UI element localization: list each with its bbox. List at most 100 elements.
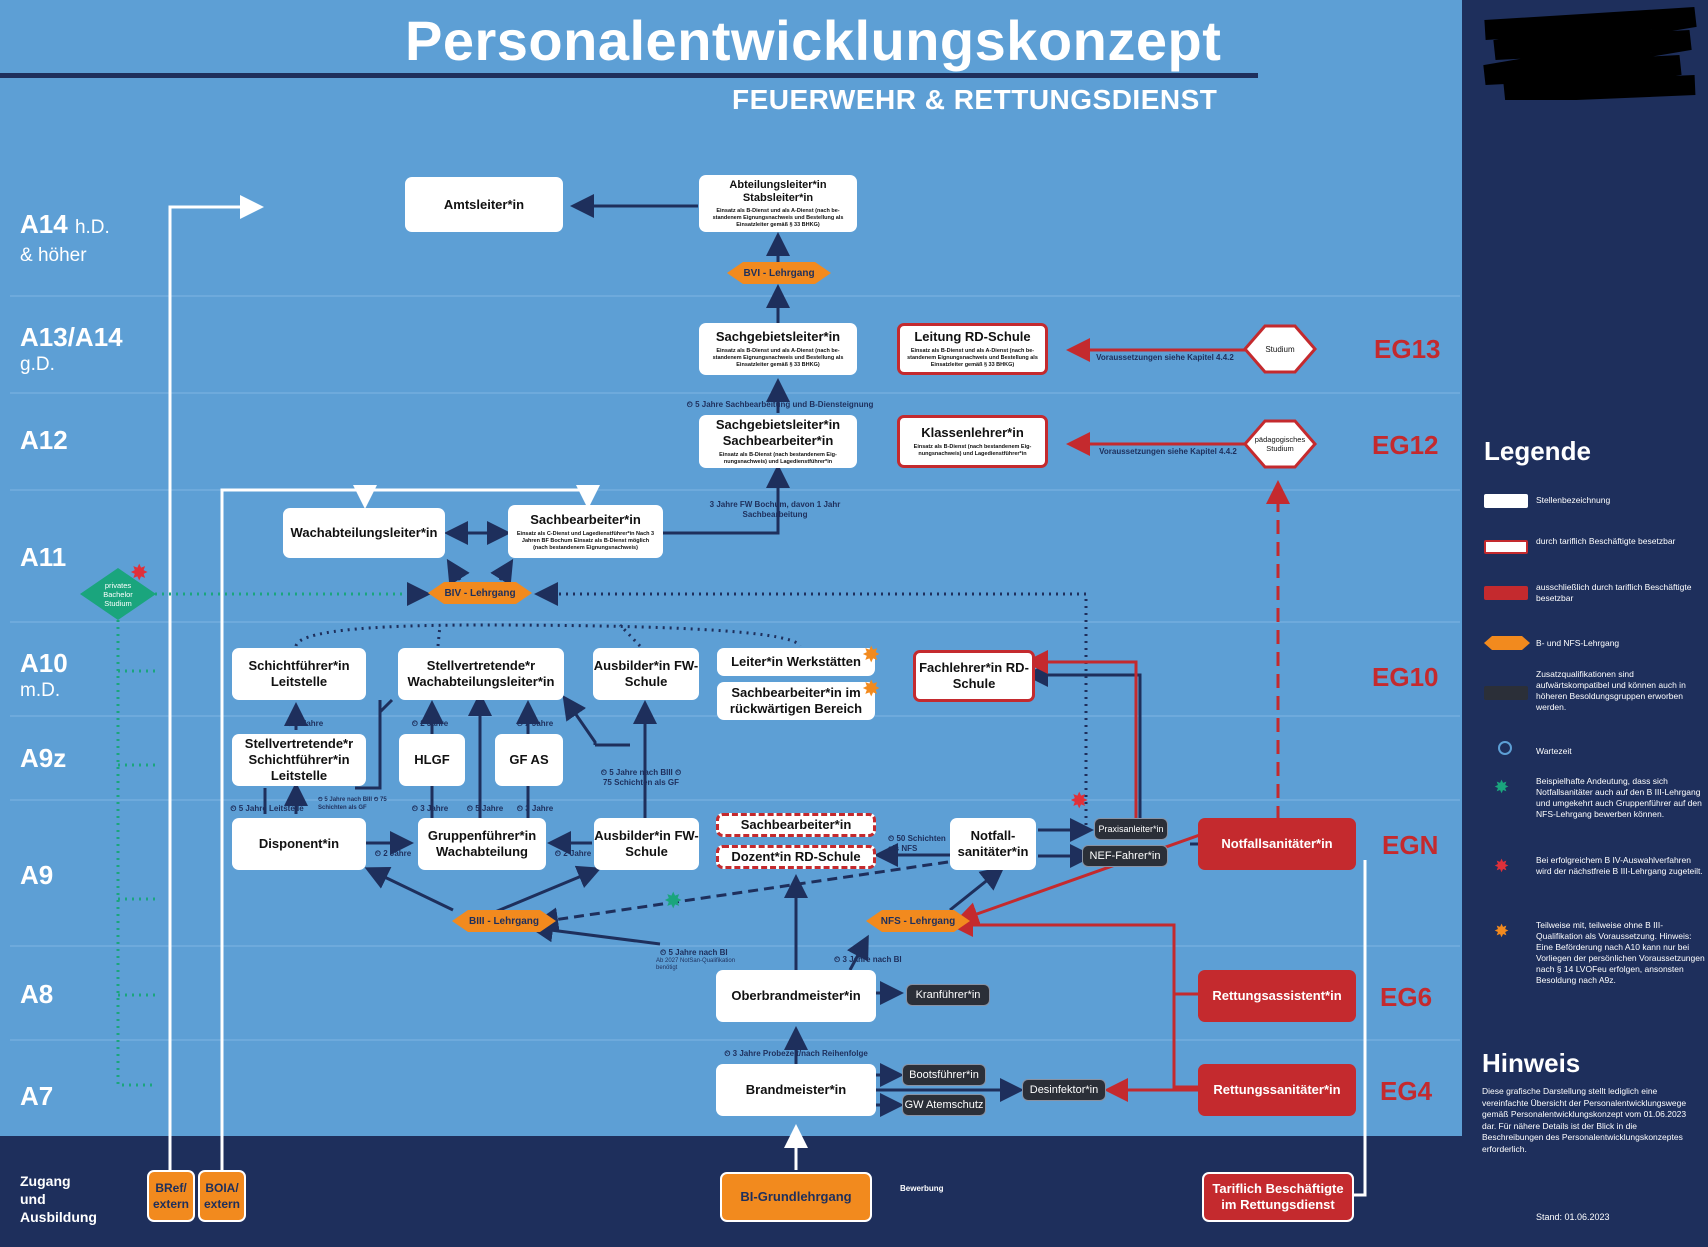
- note-5jahre-c: ⏲ 5 Jahre: [466, 804, 504, 813]
- box-gruppenfuehrer[interactable]: Gruppenführer*in Wachabteilung: [418, 818, 546, 870]
- box-ausbilder-a10[interactable]: Ausbilder*in FW-Schule: [593, 648, 699, 700]
- diamond-studium: [1243, 324, 1317, 374]
- pill-kranfuehrer[interactable]: Kranführer*in: [906, 984, 990, 1006]
- row-label-a7: A7: [20, 1081, 54, 1111]
- box-oberbrandmeister[interactable]: Oberbrandmeister*in: [716, 970, 876, 1022]
- eg-label-n: EGN: [1382, 830, 1439, 860]
- box-hlgf[interactable]: HLGF: [399, 734, 465, 786]
- pill-gw-atemschutz[interactable]: GW Atemschutz: [902, 1094, 986, 1116]
- note-bewerbung: Bewerbung: [900, 1184, 944, 1193]
- hinweis-text: Diese grafische Darstellung stellt ledig…: [1482, 1086, 1687, 1154]
- orange-star-icon: ✸: [862, 642, 881, 667]
- diamond-paed-studium: [1243, 419, 1317, 469]
- diamond-biv-label: BIV - Lehrgang: [444, 587, 516, 599]
- diamond-nfs-label: NFS - Lehrgang: [880, 915, 956, 927]
- diamond-nfs: [866, 910, 970, 932]
- box-disponent[interactable]: Disponent*in: [232, 818, 366, 870]
- eg-label-4: EG4: [1380, 1076, 1433, 1106]
- note-voraussetzungen-13: Voraussetzungen siehe Kapitel 4.4.2: [1096, 353, 1234, 362]
- diamond-studium-label: Studium: [1265, 344, 1295, 354]
- note-2jahre-b: ⏲ 2 Jahre: [516, 719, 554, 728]
- box-gf-as[interactable]: GF AS: [495, 734, 563, 786]
- box-rettungssanitaeter[interactable]: Rettungssanitäter*in: [1198, 1064, 1356, 1116]
- legend-item-8: Teilweise mit, teilweise ohne B III-Qual…: [1536, 920, 1705, 985]
- legend-green-star-icon: ✸: [1494, 777, 1510, 797]
- box-sb-rueckwaertig[interactable]: Sachbearbeiter*in im rückwärtigen Bereic…: [717, 682, 875, 720]
- box-tariflich[interactable]: Tariflich Beschäftigte im Rettungsdienst: [1202, 1172, 1354, 1222]
- note-3jahre-b: ⏲ 3 Jahre: [411, 804, 449, 813]
- page-subtitle: FEUERWEHR & RETTUNGSDIENST: [732, 84, 1218, 115]
- box-boia[interactable]: BOIA/ extern: [198, 1170, 246, 1222]
- box-wachabteilungsleiter[interactable]: Wachabteilungsleiter*in: [283, 508, 445, 558]
- legend-white-swatch: [1484, 494, 1528, 508]
- box-schichtfuehrer[interactable]: Schichtführer*in Leitstelle: [232, 648, 366, 700]
- box-dozent[interactable]: Dozent*in RD-Schule: [716, 845, 876, 869]
- page-title: Personalentwicklungskonzept: [405, 9, 1222, 72]
- box-amtsleiter[interactable]: Amtsleiter*in: [405, 177, 563, 232]
- box-leiter-werkstaetten[interactable]: Leiter*in Werkstätten: [717, 648, 875, 676]
- note-2jahre-d: ⏲ 2 Jahre: [554, 849, 592, 858]
- diamond-biv: [428, 582, 532, 604]
- green-star-icon: ✸: [664, 888, 683, 913]
- pill-desinfektor[interactable]: Desinfektor*in: [1022, 1079, 1106, 1101]
- note-3jahre-c: ⏲ 3 Jahre: [516, 804, 554, 813]
- legend-item-3: B- und NFS-Lehrgang: [1536, 638, 1620, 648]
- row-label-a12: A12: [20, 425, 68, 455]
- hinweis-title: Hinweis: [1482, 1048, 1581, 1078]
- legend-title: Legende: [1484, 436, 1591, 466]
- note-3probe: ⏲ 3 Jahre Probezeit/nach Reihenfolge: [724, 1049, 868, 1058]
- note-3jahre: ⏲ 3 Jahre: [286, 719, 324, 728]
- box-rettungsassistent[interactable]: Rettungsassistent*in: [1198, 970, 1356, 1022]
- note-50schichten: ⏲ 50 Schichten als NFS: [888, 834, 946, 853]
- eg-label-12: EG12: [1372, 430, 1439, 460]
- note-5biii-b: ⏲ 5 Jahre nach BIII ⏲ 75 Schichten als G…: [600, 768, 682, 787]
- box-bi-grundlehrgang[interactable]: BI-Grundlehrgang: [720, 1172, 872, 1222]
- legend-orange-swatch: [1484, 636, 1530, 650]
- box-notfallsanitaeter-a9[interactable]: Notfall- sanitäter*in: [950, 818, 1036, 870]
- diamond-privates-studium: [80, 568, 156, 620]
- eg-label-13: EG13: [1374, 334, 1441, 364]
- note-5bi: ⏲ 5 Jahre nach BI: [660, 948, 728, 957]
- box-bref[interactable]: BRef/ extern: [147, 1170, 195, 1222]
- row-label-a8: A8: [20, 979, 54, 1009]
- box-stv-schichtfuehrer[interactable]: Stellvertretende*r Schichtführer*in Leit…: [232, 734, 366, 786]
- red-star-icon-2: ✸: [1070, 788, 1089, 813]
- legend-panel: [1462, 0, 1708, 1247]
- legend-item-6: Beispielhafte Andeutung, dass sich Notfa…: [1536, 776, 1702, 819]
- note-5jahre-sb: ⏲ 5 Jahre Sachbearbeitung und B-Dienstei…: [686, 400, 874, 409]
- note-ab2027: Ab 2027 NotSan-Qualifikation benötigt: [656, 958, 736, 971]
- diamond-bvi-label: BVI - Lehrgang: [743, 267, 815, 279]
- diamond-biii: [452, 910, 556, 932]
- box-fachlehrer[interactable]: Fachlehrer*in RD-Schule: [913, 650, 1035, 702]
- note-3jahre-fw: 3 Jahre FW Bochum, davon 1 Jahr Sachbear…: [709, 500, 841, 519]
- box-sachbearbeiter-a9[interactable]: Sachbearbeiter*in: [716, 813, 876, 837]
- legend-item-1: durch tariflich Beschäftigte besetzbar: [1536, 536, 1676, 546]
- legend-orange-star-icon: ✸: [1494, 921, 1510, 941]
- legend-redborder-swatch: [1484, 540, 1528, 554]
- legend-item-5: Wartezeit: [1536, 746, 1572, 756]
- title-underline: [0, 73, 1258, 78]
- pill-praxisanleiter[interactable]: Praxisanleiter*in: [1094, 818, 1168, 840]
- legend-item-4: Zusatzqualifikationen sind aufwärtskompa…: [1536, 669, 1686, 712]
- diamond-privates-label: privates Bachelor Studium: [103, 580, 133, 608]
- box-notfallsanitaeter-egn[interactable]: Notfallsanitäter*in: [1198, 818, 1356, 870]
- box-ausbilder-a9[interactable]: Ausbilder*in FW-Schule: [594, 818, 699, 870]
- note-5leitstelle: ⏲ 5 Jahre Leitstelle: [230, 804, 304, 813]
- box-stv-wachabteilungsleiter[interactable]: Stellvertretende*r Wachabteilungsleiter*…: [398, 648, 564, 700]
- pill-nef-fahrer[interactable]: NEF-Fahrer*in: [1082, 845, 1168, 867]
- clock-icon: [1498, 741, 1512, 755]
- box-brandmeister[interactable]: Brandmeister*in: [716, 1064, 876, 1116]
- red-star-icon: ✸: [130, 560, 149, 585]
- note-2jahre-a: ⏲ 2 Jahre: [411, 719, 449, 728]
- pill-bootsfuehrer[interactable]: Bootsführer*in: [902, 1064, 986, 1086]
